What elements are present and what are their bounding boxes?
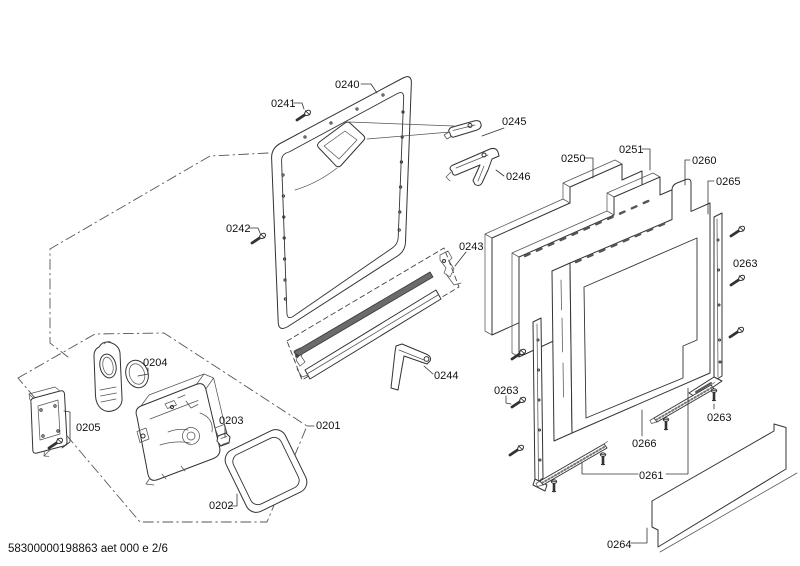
detail-reference-rays xyxy=(348,121,455,140)
label-0243: 0243 xyxy=(459,241,483,253)
label-0203: 0203 xyxy=(219,415,243,427)
leader-lines xyxy=(61,83,715,544)
label-0204: 0204 xyxy=(143,357,167,369)
screw-0263-left-3 xyxy=(508,442,526,457)
document-code: 58300000198863 aet 000 e 2/6 xyxy=(8,543,168,555)
label-0263-left: 0263 xyxy=(494,385,518,397)
label-0250: 0250 xyxy=(561,153,585,165)
outer-door-panel-0260 xyxy=(551,178,711,442)
label-0265: 0265 xyxy=(716,176,740,188)
screw-rail-2 xyxy=(709,387,719,402)
seal-strip-detail-box xyxy=(286,247,462,381)
label-0263-right-bottom: 0263 xyxy=(707,412,731,424)
label-0266: 0266 xyxy=(632,438,656,450)
label-0242: 0242 xyxy=(226,223,250,235)
kick-panel-0264 xyxy=(651,423,798,553)
handle-strip xyxy=(390,343,431,391)
label-0201: 0201 xyxy=(316,420,340,432)
screw-0241 xyxy=(295,107,313,122)
vent-cap-0204 xyxy=(93,341,123,412)
detergent-cutout xyxy=(317,121,366,168)
flange-screw-bosses xyxy=(281,93,405,301)
assembly-boundary-lines xyxy=(17,152,308,523)
dispenser-assembly xyxy=(135,373,228,486)
bottom-rail-0261 xyxy=(535,441,608,487)
dispenser-frame-0202 xyxy=(224,429,308,513)
label-0263-right-top: 0263 xyxy=(733,258,757,270)
label-0241: 0241 xyxy=(271,98,295,110)
label-0205: 0205 xyxy=(76,422,100,434)
screw-rail-3 xyxy=(598,451,608,466)
inner-door-panel xyxy=(271,76,412,329)
label-0246: 0246 xyxy=(506,171,530,183)
clip-0203 xyxy=(216,432,231,447)
screw-rail-4 xyxy=(549,478,559,493)
screw-0263-right-1 xyxy=(729,223,747,238)
strip-end-bracket-left xyxy=(293,347,309,378)
screw-0263-right-3 xyxy=(728,324,746,339)
label-0240: 0240 xyxy=(335,79,359,91)
screw-rail-1 xyxy=(661,416,671,431)
label-0261: 0261 xyxy=(639,470,663,482)
strip-end-bracket-right xyxy=(439,250,462,286)
cover-plate-0205 xyxy=(28,386,68,457)
label-0245: 0245 xyxy=(502,116,526,128)
label-0202: 0202 xyxy=(209,500,233,512)
screw-0263-left-2 xyxy=(510,394,528,409)
label-0244: 0244 xyxy=(434,370,458,382)
latch-lever-small xyxy=(443,120,482,140)
gasket-ring-0204 xyxy=(125,359,149,389)
screw-0242 xyxy=(250,230,268,245)
label-0260: 0260 xyxy=(692,155,716,167)
side-trim-left xyxy=(532,317,548,492)
latch-lever-large xyxy=(445,147,500,186)
label-0251: 0251 xyxy=(619,144,643,156)
label-0264: 0264 xyxy=(607,539,631,551)
part-labels: 0240 0241 0242 0243 0244 0245 0246 0250 … xyxy=(76,79,757,551)
screw-0263-right-2 xyxy=(729,272,747,287)
